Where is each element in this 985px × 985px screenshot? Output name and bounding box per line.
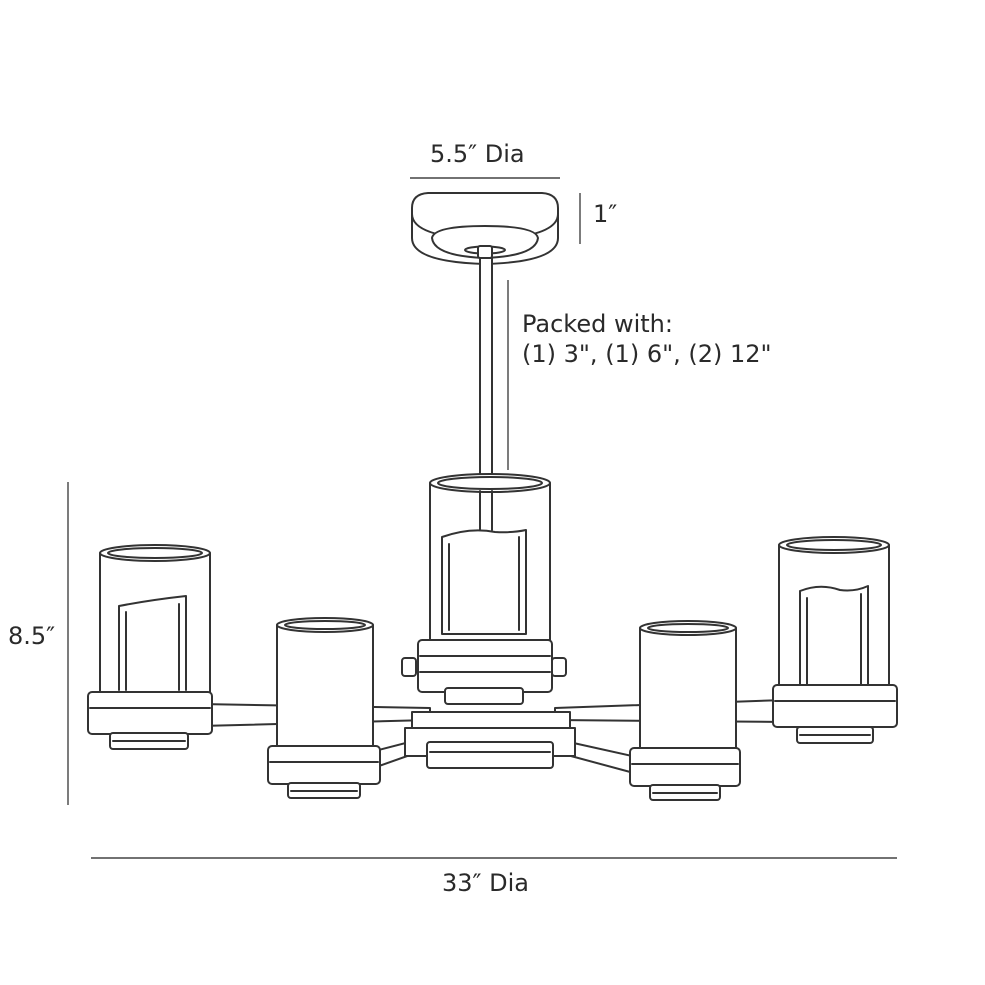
light-back-right <box>772 536 898 744</box>
canopy <box>411 192 559 265</box>
packed-with-rods: (1) 3", (1) 6", (2) 12" <box>522 340 772 368</box>
dimension-lines <box>67 177 897 859</box>
overall-height-label: 8.5″ <box>8 622 56 650</box>
packed-with-title: Packed with: <box>522 310 673 338</box>
light-center <box>401 473 576 769</box>
light-back-left <box>87 544 213 750</box>
overall-width-label: 33″ Dia <box>442 869 529 897</box>
packed-with-note: Packed with: (1) 3", (1) 6", (2) 12" <box>522 309 772 369</box>
light-front-right <box>629 620 741 801</box>
down-rod <box>479 257 493 491</box>
canopy-height-label: 1″ <box>593 200 618 228</box>
canopy-diameter-label: 5.5″ Dia <box>430 140 525 168</box>
light-front-left <box>267 617 381 799</box>
